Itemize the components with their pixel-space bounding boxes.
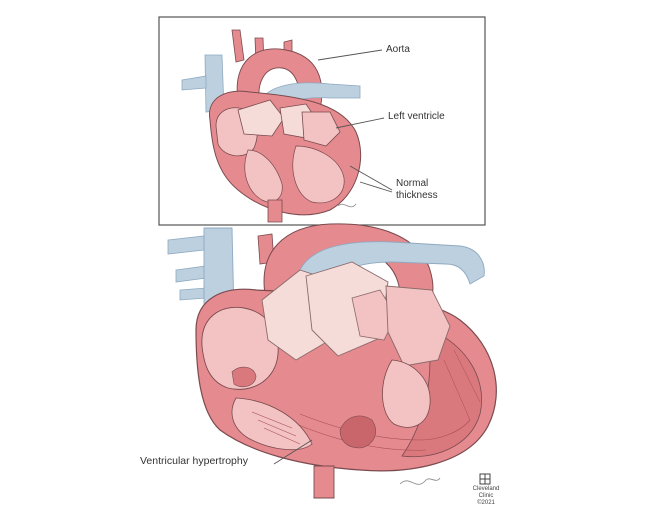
label-normal-thickness-line1: Normal xyxy=(396,178,428,189)
logo-text-line2: Clinic xyxy=(466,493,506,500)
logo-text-line3: ©2021 xyxy=(466,500,506,507)
logo-text-line1: Cleveland xyxy=(466,486,506,493)
main-vein-upper-left xyxy=(168,236,204,254)
label-left-ventricle: Left ventricle xyxy=(388,111,445,122)
main-signature xyxy=(400,478,440,484)
inset-descending-aorta xyxy=(268,200,282,222)
label-normal-thickness-line2: thickness xyxy=(396,190,438,201)
main-atrium-opening xyxy=(232,367,256,387)
label-ventricular-hypertrophy: Ventricular hypertrophy xyxy=(140,456,248,467)
main-vein-mid-left xyxy=(176,266,206,282)
main-descending-aorta xyxy=(314,466,334,498)
clinic-logo xyxy=(480,474,490,484)
label-aorta: Aorta xyxy=(386,44,410,55)
main-vein-low-left xyxy=(180,288,206,300)
